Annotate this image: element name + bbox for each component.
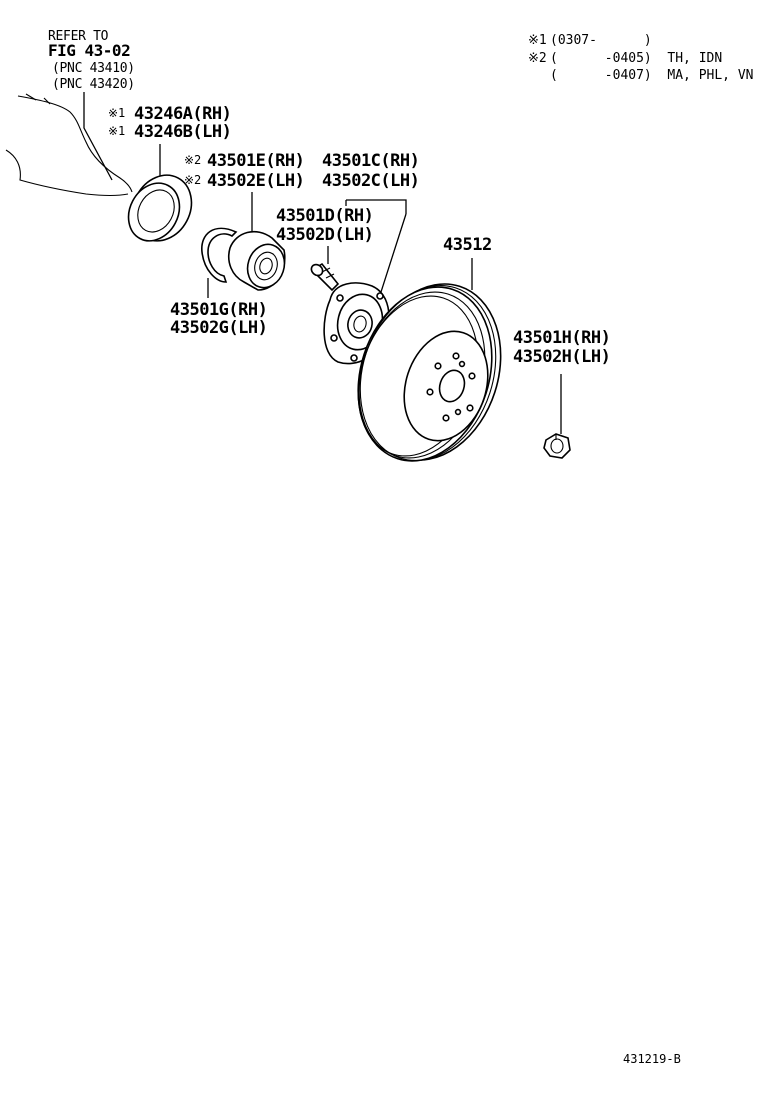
- oil-seal-part: ※1 43246A(RH) ※1 43246B(LH): [108, 104, 232, 242]
- applicability-notes: ※1 (0307- ) ※2 ( -0405) TH, IDN ( -0407)…: [528, 33, 754, 83]
- disc-stud-hole: [434, 362, 442, 370]
- figure-code: 431219-B: [623, 1052, 681, 1066]
- bearing-mark-rh: ※2: [184, 153, 201, 167]
- oil-seal-mark-rh: ※1: [108, 106, 125, 120]
- refer-pnc-2: (PNC 43420): [52, 77, 135, 92]
- snap-ring-rh-number: 43501G(RH): [170, 300, 267, 320]
- note-3-text: ( -0407) MA, PHL, VN: [550, 68, 754, 83]
- hub-stud-hole: [336, 294, 344, 302]
- hub-nut-part: 43501H(RH) 43502H(LH): [513, 328, 611, 459]
- disc-stud-hole: [452, 352, 460, 360]
- bearing-lh-c-number: 43502C(LH): [322, 171, 419, 191]
- hub-rh-number: 43501D(RH): [276, 206, 373, 226]
- oil-seal-inner-ring: [137, 189, 175, 233]
- bearing-rh-e-number: 43501E(RH): [207, 151, 304, 171]
- snap-ring: [201, 227, 238, 283]
- bearing-rh-c-number: 43501C(RH): [322, 151, 419, 171]
- refer-to-line: REFER TO: [48, 29, 109, 44]
- hub-stud-hole: [350, 354, 358, 362]
- refer-pnc-1: (PNC 43410): [52, 61, 135, 76]
- note-2-mark: ※2: [528, 51, 547, 66]
- bearing-mark-lh: ※2: [184, 173, 201, 187]
- bearing-labels: ※2 43501E(RH) 43501C(RH) ※2 43502E(LH) 4…: [184, 151, 420, 321]
- hub-bolt: [310, 262, 340, 292]
- nut-rh-number: 43501H(RH): [513, 328, 610, 348]
- disc-number: 43512: [443, 235, 492, 255]
- note-1-mark: ※1: [528, 33, 547, 48]
- disc-center-bore: [438, 369, 466, 403]
- refer-fig-line: FIG 43-02: [48, 41, 130, 60]
- brake-disc-part: 43512: [357, 235, 502, 462]
- oil-seal-rh-number: 43246A(RH): [134, 104, 231, 124]
- disc-stud-hole: [426, 388, 434, 396]
- bearing-face: [246, 243, 286, 289]
- disc-stud-hole: [442, 414, 450, 422]
- hub-stud-hole: [376, 292, 384, 300]
- hub-stud-hole: [330, 334, 338, 342]
- snap-ring-labels: 43501G(RH) 43502G(LH): [170, 300, 268, 338]
- refer-leader-line: [83, 92, 113, 181]
- hub-labels: 43501D(RH) 43502D(LH): [276, 206, 374, 264]
- knuckle-outline: [5, 93, 133, 197]
- hub-nut: [543, 433, 571, 459]
- nut-lh-number: 43502H(LH): [513, 347, 610, 367]
- hub-pilot: [347, 309, 373, 339]
- oil-seal-lh-number: 43246B(LH): [134, 122, 231, 142]
- snap-ring-lh-number: 43502G(LH): [170, 318, 267, 338]
- note-2-text: ( -0405) TH, IDN: [550, 51, 722, 66]
- refer-to-block: REFER TO FIG 43-02 (PNC 43410) (PNC 4342…: [48, 29, 135, 181]
- hub-bolt-head: [310, 263, 324, 277]
- note-1-text: (0307- ): [550, 33, 652, 48]
- bearing-part: [228, 230, 286, 291]
- hub-assy-bracket: [346, 199, 407, 214]
- bearing-inner-race: [254, 251, 278, 281]
- disc-stud-hole: [466, 404, 474, 412]
- disc-stud-hole: [468, 372, 476, 380]
- bearing-lh-e-number: 43502E(LH): [207, 171, 304, 191]
- snap-ring-part: [201, 227, 238, 298]
- oil-seal-mark-lh: ※1: [108, 124, 125, 138]
- hub-lh-number: 43502D(LH): [276, 225, 373, 245]
